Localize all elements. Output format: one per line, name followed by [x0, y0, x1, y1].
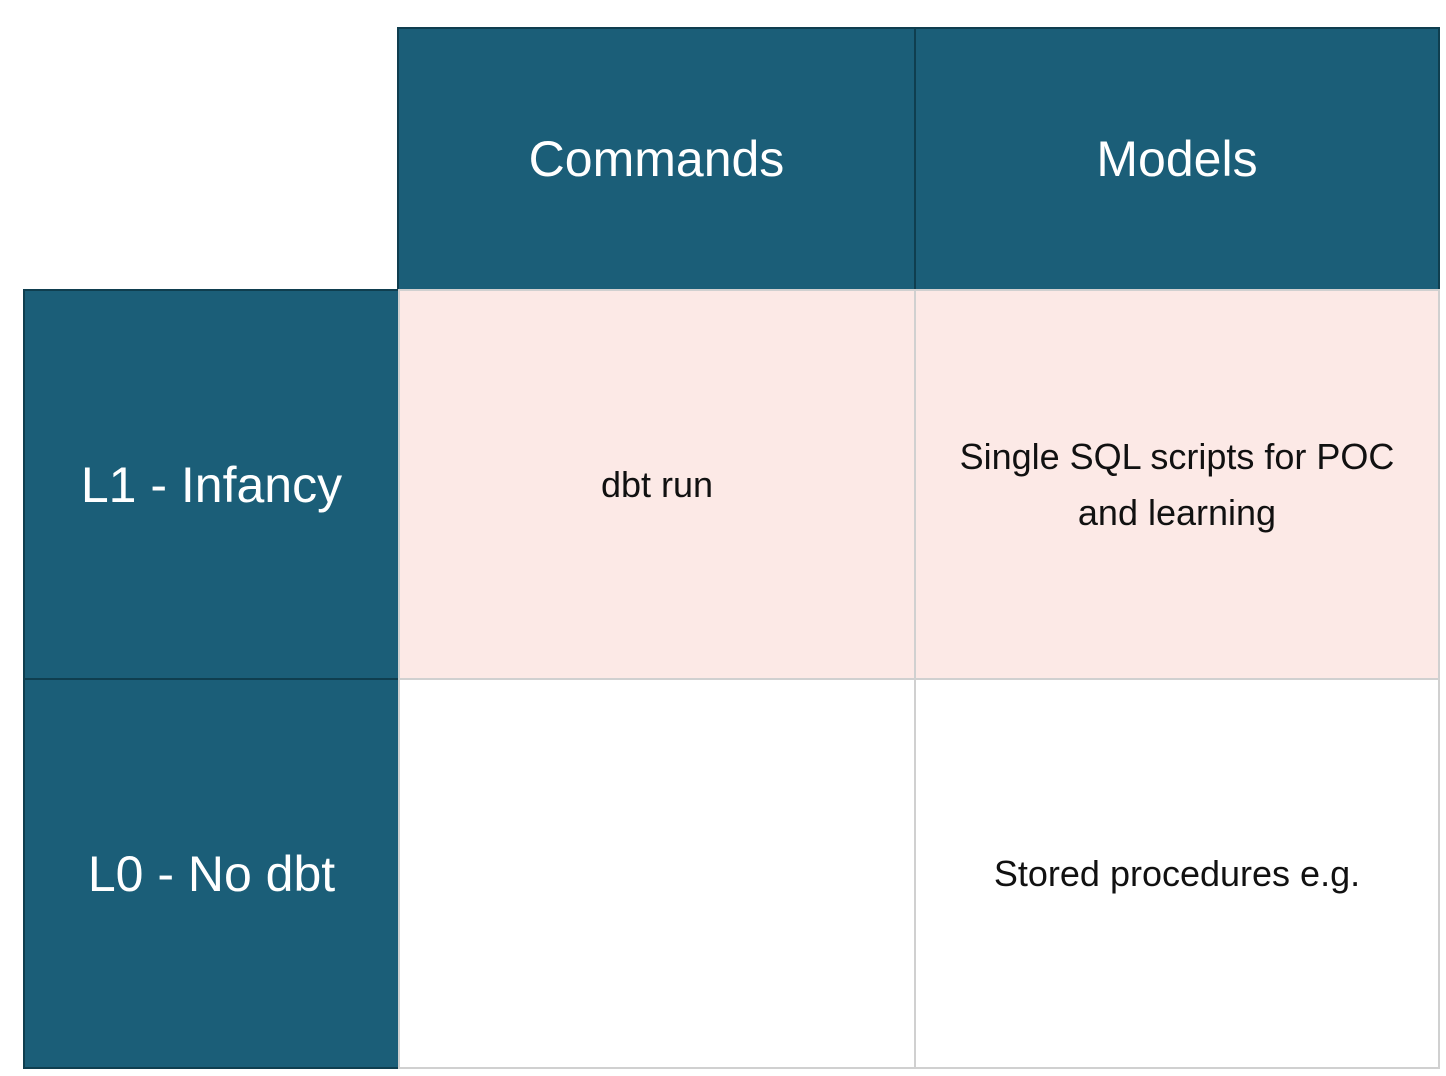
cell-l0-models: Stored procedures e.g.	[914, 678, 1440, 1069]
cell-l1-models: Single SQL scripts for POC and learning	[914, 289, 1440, 680]
row-header-l0-no-dbt: L0 - No dbt	[23, 678, 400, 1069]
cell-text: Single SQL scripts for POC and learning	[959, 435, 1395, 533]
row-header-label: L0 - No dbt	[87, 845, 336, 902]
row-header-l1-infancy: L1 - Infancy	[23, 289, 400, 680]
cell-l0-commands	[398, 678, 916, 1069]
column-header-commands: Commands	[397, 27, 916, 291]
cell-l1-commands: dbt run	[398, 289, 916, 680]
cell-text: Stored procedures e.g.	[993, 852, 1361, 894]
cell-text: dbt run	[600, 463, 714, 505]
column-header-label: Models	[1096, 131, 1258, 187]
row-header-label: L1 - Infancy	[80, 456, 343, 513]
column-header-models: Models	[914, 27, 1440, 291]
column-header-label: Commands	[528, 131, 785, 187]
